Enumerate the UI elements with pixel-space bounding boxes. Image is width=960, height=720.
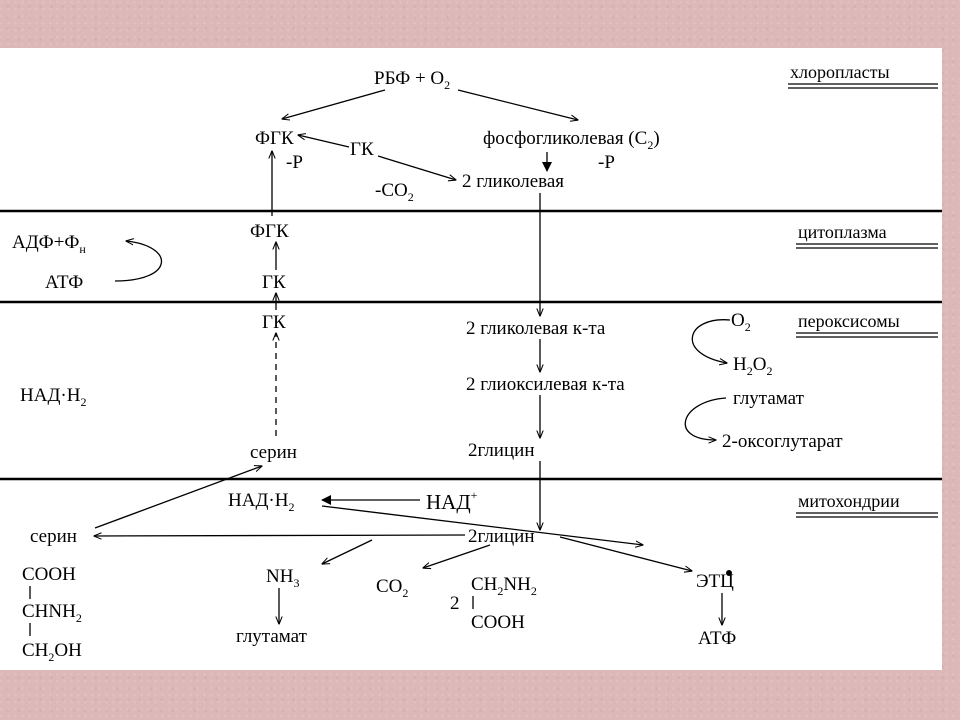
ga-cytoplasm-label: ГК xyxy=(262,272,286,293)
pga-cytoplasm-label: ФГК xyxy=(250,221,289,242)
nadh-peroxisome-label: НАД·Н2 xyxy=(20,385,86,409)
compartment-label-peroxisomes: пероксисомы xyxy=(796,311,938,338)
serine-formula-line2: CHNH2 xyxy=(22,601,82,625)
nadh-mito-label: НАД·Н2 xyxy=(228,490,294,514)
serine-formula-line1: COOH xyxy=(22,564,76,585)
glycine-formula-line1: CH2NH2 xyxy=(471,574,537,598)
arrow-atp-to-adp xyxy=(114,241,163,282)
ga-peroxisome-label: ГК xyxy=(262,312,286,333)
arrow-nadh-to-etc xyxy=(321,505,643,545)
glyoxylic-acid-label: 2 глиоксилевая к-та xyxy=(466,374,625,395)
pga-chloroplast-label: ФГК xyxy=(255,128,294,149)
glycine-coefficient-label: 2 xyxy=(450,593,460,614)
arrow-mito-serine-to-peroxisome xyxy=(94,466,262,529)
serine-formula-line3: CH2OH xyxy=(22,640,82,664)
glycolate-label: 2 гликолевая xyxy=(462,171,564,192)
slide: хлоропласты цитоплазма пероксисомы митох… xyxy=(0,48,942,670)
svg-text:пероксисомы: пероксисомы xyxy=(798,311,900,331)
etc-dot xyxy=(726,570,732,576)
nh3-label: NH3 xyxy=(266,566,299,590)
glyceric-acid-label: ГК xyxy=(350,139,374,160)
svg-text:митохондрии: митохондрии xyxy=(798,491,900,511)
nad-label: НАД+ xyxy=(426,488,478,514)
glutamate-mito-label: глутамат xyxy=(236,626,308,647)
svg-text:цитоплазма: цитоплазма xyxy=(798,222,887,242)
arrow-ga-to-glycolate xyxy=(377,155,456,180)
glycine-peroxisome-label: 2глицин xyxy=(468,440,534,461)
arrow-glutamate-to-oxoglutarate xyxy=(684,397,727,440)
arrow-o2-to-h2o2 xyxy=(691,319,731,363)
arrow-to-nh3 xyxy=(322,539,373,564)
co2-mito-label: СО2 xyxy=(376,576,408,600)
serine-mito-label: серин xyxy=(30,526,77,547)
arrow-rubp-to-pga xyxy=(282,89,386,119)
glutamate-peroxisome-label: глутамат xyxy=(733,388,805,409)
etc-label: ЭТЦ xyxy=(696,571,734,592)
photorespiration-diagram: хлоропласты цитоплазма пероксисомы митох… xyxy=(0,62,942,664)
compartment-label-mitochondria: митохондрии xyxy=(796,491,938,518)
oxoglutarate-label: 2-оксоглутарат xyxy=(722,431,843,452)
serine-peroxisome-label: серин xyxy=(250,442,297,463)
arrow-glycine-to-serine xyxy=(94,535,466,536)
phosphate-label-right: -Р xyxy=(598,152,615,173)
glycolic-acid-label: 2 гликолевая к-та xyxy=(466,318,606,339)
glycine-mito-label: 2глицин xyxy=(468,526,534,547)
svg-text:хлоропласты: хлоропласты xyxy=(790,62,890,82)
adp-pi-label: АДФ+Фн xyxy=(12,232,86,256)
arrow-ga-to-pga xyxy=(298,135,350,148)
arrow-rubp-to-phosphoglycolate xyxy=(457,89,578,120)
phosphoglycolate-label: фосфогликолевая (С2) xyxy=(483,128,660,152)
phosphate-label-left: -Р xyxy=(286,152,303,173)
glycine-formula-line2: COOH xyxy=(471,612,525,633)
o2-peroxisome-label: О2 xyxy=(731,310,751,334)
h2o2-label: Н2О2 xyxy=(733,354,772,378)
atp-mito-label: АТФ xyxy=(698,628,736,649)
compartment-label-cytoplasm: цитоплазма xyxy=(796,222,938,249)
compartment-label-chloroplasts: хлоропласты xyxy=(788,62,938,89)
arrow-glycine-to-etc xyxy=(559,536,692,571)
arrow-to-co2 xyxy=(423,544,491,568)
atp-cytoplasm-label: АТФ xyxy=(45,272,83,293)
co2-release-label: -СО2 xyxy=(375,180,414,204)
rubp-o2-label: РБФ + О2 xyxy=(374,68,450,92)
